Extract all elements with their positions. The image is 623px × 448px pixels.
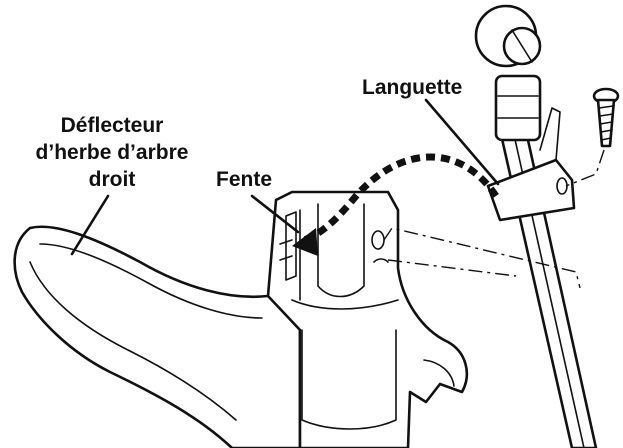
leader-deflector: [70, 194, 110, 256]
label-tab: Languette: [362, 76, 462, 99]
alignment-guides: [383, 149, 605, 289]
label-deflector-line2: d’herbe d’arbre: [36, 141, 189, 164]
grass-deflector: [13, 225, 302, 448]
dashed-curved-arrow: [292, 153, 499, 256]
trimmer-housing: [266, 190, 469, 448]
label-deflector-line1: Déflecteur: [61, 114, 164, 137]
trimmer-shaft: [474, 4, 598, 448]
screw-icon: [592, 87, 620, 148]
label-slot: Fente: [216, 168, 272, 191]
label-deflector-line3: droit: [89, 168, 136, 191]
leader-slot: [250, 194, 300, 234]
leader-tab: [424, 98, 500, 186]
